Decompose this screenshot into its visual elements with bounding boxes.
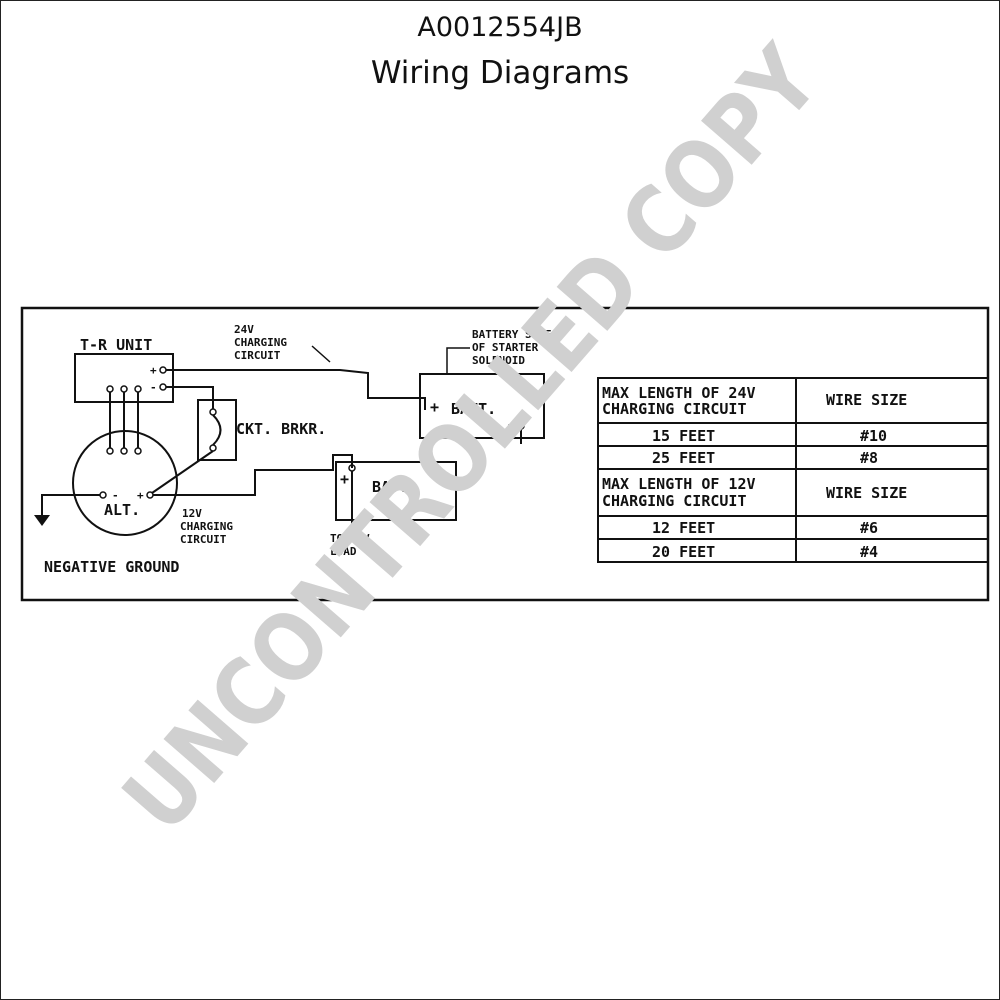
document-title: Wiring Diagrams (370, 55, 630, 91)
charging-12v-line2: CHARGING (180, 520, 233, 533)
table-24v-row1-length: 15 FEET (652, 427, 715, 445)
battery-12v-plus: + (340, 470, 349, 488)
ground-symbol (34, 515, 50, 526)
table-24v-row2-size: #8 (860, 449, 878, 467)
alt-label: ALT. (104, 501, 140, 519)
wire-ground (41, 494, 100, 515)
battery-12v (335, 461, 457, 521)
table-12v-col2-header: WIRE SIZE (826, 484, 907, 502)
leader-starter-solenoid (446, 347, 470, 374)
battery-24v-neg-terminal (517, 422, 525, 430)
circuit-breaker (197, 399, 237, 461)
to-12v-line2: LOAD (330, 545, 357, 558)
battery-24v-plus: + (430, 398, 439, 416)
table-12v-header-line1: MAX LENGTH OF 12V (602, 475, 756, 493)
battery-24v-minus: - (506, 416, 515, 434)
table-12v-row2-size: #4 (860, 543, 878, 561)
tr-minus-sign: - (150, 381, 157, 394)
tr-alt-wires (109, 392, 139, 448)
battery-24v (419, 373, 545, 439)
table-12v-header-line2: CHARGING CIRCUIT (602, 492, 747, 510)
ckt-brkr-label: CKT. BRKR. (236, 420, 326, 438)
battery-side-line3: SOLENOID (472, 354, 525, 367)
to-12v-line1: TO 12V (330, 532, 370, 545)
charging-24v-line2: CHARGING (234, 336, 287, 349)
table-12v-row1-length: 12 FEET (652, 519, 715, 537)
table-24v-row2-length: 25 FEET (652, 449, 715, 467)
document-id: A0012554JB (417, 12, 583, 43)
tr-plus-sign: + (150, 364, 157, 377)
wire-size-table (597, 377, 989, 563)
table-12v-row2-length: 20 FEET (652, 543, 715, 561)
wire-breaker-to-alt (151, 450, 214, 494)
battery-side-line2: OF STARTER (472, 341, 539, 354)
charging-12v-line3: CIRCUIT (180, 533, 227, 546)
alt-plus-sign: + (137, 489, 144, 502)
charging-12v-line1: 12V (182, 507, 202, 520)
charging-24v-line3: CIRCUIT (234, 349, 281, 362)
alt-minus-sign: - (112, 489, 119, 502)
table-24v-col2-header: WIRE SIZE (826, 391, 907, 409)
tr-unit-label: T-R UNIT (80, 336, 152, 354)
battery-side-line1: BATTERY SIDE (472, 328, 551, 341)
charging-24v-line1: 24V (234, 323, 254, 336)
wire-24v-charging (166, 369, 426, 410)
table-24v-header-line1: MAX LENGTH OF 24V (602, 384, 756, 402)
wire-tr-to-breaker (166, 386, 214, 409)
battery-24v-label: BATT. (451, 400, 496, 418)
negative-ground-label: NEGATIVE GROUND (44, 558, 179, 576)
battery-12v-label: BATT. (372, 478, 417, 496)
wire-12v-charging (153, 454, 353, 496)
table-24v-header-line2: CHARGING CIRCUIT (602, 400, 747, 418)
table-12v-row1-size: #6 (860, 519, 878, 537)
table-24v-row1-size: #10 (860, 427, 887, 445)
leader-24v-charging (311, 345, 331, 363)
